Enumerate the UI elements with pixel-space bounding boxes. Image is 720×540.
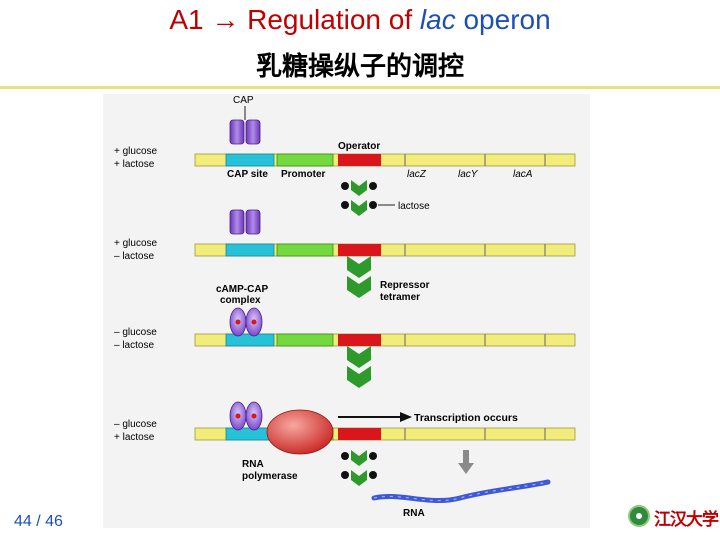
condition-line1: + glucose bbox=[114, 238, 158, 249]
title-divider bbox=[0, 86, 720, 89]
lactose-molecule bbox=[369, 201, 377, 209]
down-arrow-shaft bbox=[463, 450, 469, 464]
camp-cap-label-line2: complex bbox=[220, 295, 261, 306]
cap-label: CAP bbox=[233, 95, 254, 106]
camp-cap-label-line1: cAMP-CAP bbox=[216, 284, 269, 295]
row-3: cAMP-CAP complex – glucose – lactose bbox=[114, 284, 576, 388]
row-2: + glucose – lactose Repressor tetramer bbox=[114, 209, 576, 303]
lacA-label: lacA bbox=[513, 169, 533, 180]
cap-subunit bbox=[245, 119, 261, 145]
repressor-label-line1: Repressor bbox=[380, 280, 430, 291]
operator bbox=[338, 428, 381, 440]
university-logo: 江汉大学 bbox=[628, 505, 719, 530]
condition-line2: – lactose bbox=[114, 251, 154, 262]
lactose-molecule bbox=[369, 471, 377, 479]
slide-title: A1 → Regulation of lac operon bbox=[0, 4, 720, 36]
lacZ-label: lacZ bbox=[407, 169, 427, 180]
lactose-molecule bbox=[341, 182, 349, 190]
university-seal-icon bbox=[628, 505, 650, 527]
cap-site bbox=[225, 243, 275, 257]
rna-polymerase-label-line2: polymerase bbox=[242, 471, 298, 482]
cap-subunit bbox=[229, 209, 245, 235]
camp-cap-complex bbox=[229, 307, 263, 337]
down-arrow-head bbox=[458, 463, 474, 474]
repressor-tetramer bbox=[341, 450, 377, 486]
operator-label: Operator bbox=[338, 141, 380, 152]
lactose-molecule bbox=[341, 452, 349, 460]
rna-polymerase-label-line1: RNA bbox=[242, 459, 264, 470]
title-suffix: operon bbox=[455, 4, 551, 35]
lactose-molecule bbox=[369, 452, 377, 460]
promoter bbox=[276, 153, 334, 167]
camp-cap-complex bbox=[229, 401, 263, 431]
rna-transcript-highlight bbox=[373, 481, 549, 502]
repressor-tetramer bbox=[341, 180, 377, 216]
camp-molecule bbox=[235, 413, 241, 419]
camp-molecule bbox=[235, 319, 241, 325]
condition-line1: – glucose bbox=[114, 419, 157, 430]
slide-subtitle-chinese: 乳糖操纵子的调控 bbox=[255, 52, 464, 82]
cap-subunit bbox=[245, 209, 261, 235]
camp-molecule bbox=[251, 413, 257, 419]
lactose-molecule bbox=[341, 201, 349, 209]
cap-site bbox=[225, 333, 275, 347]
row-1: + glucose + lactose CAP CAP site Promote… bbox=[114, 95, 576, 216]
repressor-tetramer bbox=[347, 346, 371, 388]
title-italic: lac bbox=[419, 4, 456, 35]
lacY-label: lacY bbox=[458, 169, 479, 180]
university-name: 江汉大学 bbox=[654, 510, 719, 530]
condition-line1: – glucose bbox=[114, 327, 157, 338]
promoter bbox=[276, 243, 334, 257]
condition-line1: + glucose bbox=[114, 146, 158, 157]
rna-label: RNA bbox=[403, 508, 425, 519]
lactose-molecule bbox=[369, 182, 377, 190]
rna-polymerase bbox=[266, 409, 334, 455]
page-number: 44 / 46 bbox=[14, 513, 63, 530]
condition-line2: – lactose bbox=[114, 340, 154, 351]
row-4: – glucose + lactose RNA polymerase Trans… bbox=[114, 401, 576, 519]
transcription-arrowhead bbox=[400, 412, 412, 422]
repressor-tetramer bbox=[347, 256, 371, 298]
camp-molecule bbox=[251, 319, 257, 325]
condition-line2: + lactose bbox=[114, 159, 155, 170]
lactose-label: lactose bbox=[398, 201, 430, 212]
repressor-label-line2: tetramer bbox=[380, 292, 420, 303]
promoter-label: Promoter bbox=[281, 169, 326, 180]
operator bbox=[338, 154, 381, 166]
cap-site bbox=[225, 153, 275, 167]
cap-subunit bbox=[229, 119, 245, 145]
operator bbox=[338, 244, 381, 256]
transcription-label: Transcription occurs bbox=[414, 412, 518, 424]
title-prefix: A1 → Regulation of bbox=[169, 4, 420, 35]
lactose-molecule bbox=[341, 471, 349, 479]
condition-line2: + lactose bbox=[114, 432, 155, 443]
operator bbox=[338, 334, 381, 346]
cap-site-label: CAP site bbox=[227, 169, 268, 180]
promoter bbox=[276, 333, 334, 347]
